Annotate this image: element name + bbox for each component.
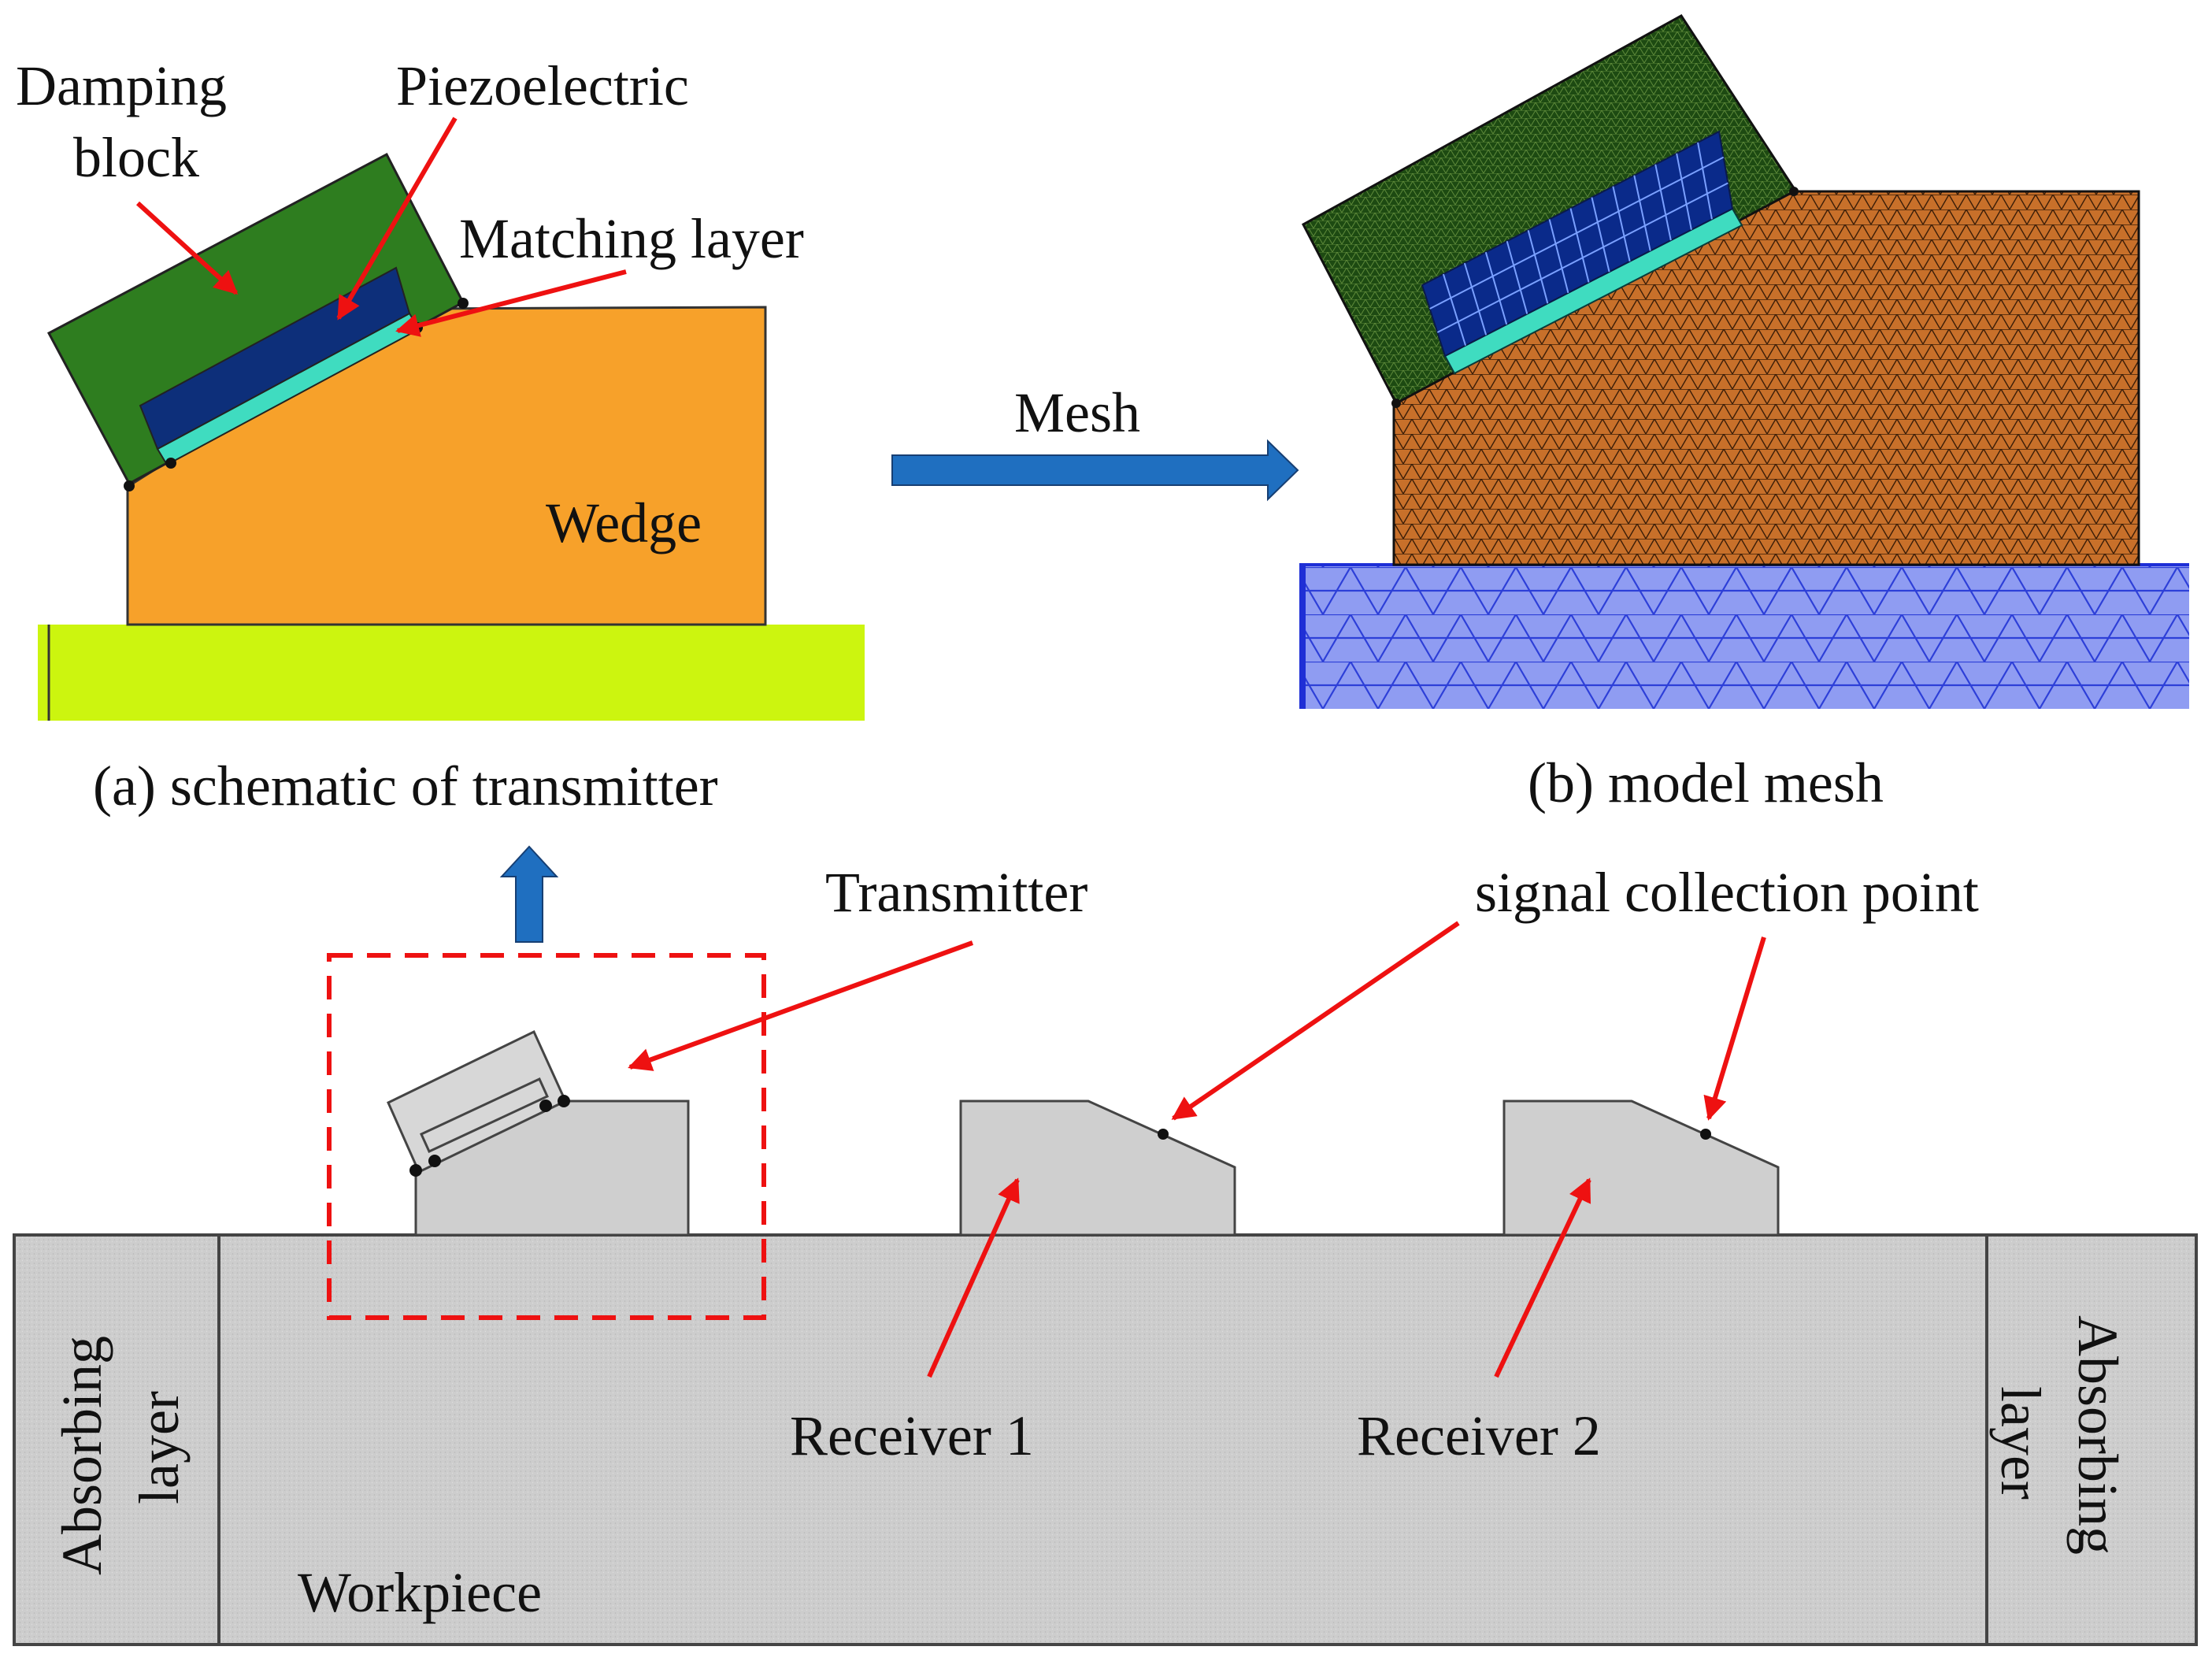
corner-node [165,458,176,469]
callout-arrow-signal-1 [1171,921,1460,1121]
callout-arrow-receiver-1 [927,1177,1020,1378]
transmitter-element [420,1077,549,1153]
mesh-grid-line [1654,164,1672,241]
mesh-grid-line [1429,156,1725,310]
signal-collection-point-2 [1700,1129,1711,1140]
absorbing-left-line2: layer [128,1391,191,1504]
workpiece-label: Workpiece [298,1561,542,1624]
callout-arrow-signal-2 [1703,936,1766,1121]
wedge-label: Wedge [546,491,702,554]
signal-collection-point-label: signal collection point [1475,861,1979,924]
workpiece-body [217,1233,1988,1646]
receiver-2-label: Receiver 2 [1357,1404,1601,1467]
mesh-grid-line [1442,273,1467,346]
transmitter-wedge [414,1099,690,1237]
panel-b-model-mesh: (b) model mesh [1299,14,2189,814]
mesh-grid-line [1484,251,1508,325]
mesh-grid-line [1527,230,1549,304]
callout-arrow-transmitter [628,940,974,1071]
mesh-grid-line [1591,197,1610,273]
receiver-2-wedge [1502,1099,1780,1237]
signal-collection-point-1 [1158,1129,1169,1140]
workpiece-strip [38,625,865,721]
matching-layer-label: Matching layer [459,207,804,270]
mesh-transition: Mesh [891,381,1299,502]
absorbing-layer-right-label: Absorbing layer [1989,1315,2129,1555]
mesh-grid-line [1569,208,1590,283]
mesh-grid-line [1436,182,1728,333]
mesh-grid-line [1463,262,1488,336]
corner-node [1391,399,1401,408]
receiver-1-label: Receiver 1 [790,1404,1034,1467]
absorbing-right-line1: Absorbing [2066,1315,2129,1555]
mesh-grid-line [1633,175,1651,251]
absorbing-layer-right [1985,1233,2198,1646]
absorbing-left-line1: Absorbing [50,1336,113,1575]
up-arrow [499,845,559,943]
absorbing-right-line2: layer [1989,1386,2052,1500]
callout-arrow-piezo [336,117,458,321]
absorbing-layer-left [13,1233,220,1646]
panel-a-caption: (a) schematic of transmitter [93,755,718,818]
panel-a-schematic: Damping block Piezoelectric Matching lay… [16,54,865,818]
mesh-arrow-label: Mesh [1014,381,1140,444]
panel-c-overview: Transmitter signal collection point Rece… [13,845,2198,1646]
transmitter-highlight-box [327,953,766,1320]
damping-block-label-line2: block [73,126,199,189]
mesh-grid-line [1612,186,1631,262]
callout-arrow-matching [395,269,627,337]
corner-node [428,1155,441,1167]
mesh-grid-line [1697,142,1713,220]
callout-arrow-receiver-2 [1494,1177,1591,1378]
corner-node [409,1164,422,1177]
corner-node [539,1099,552,1112]
corner-node [558,1095,570,1107]
corner-node [1789,187,1799,196]
piezoelectric-label: Piezoelectric [396,54,689,117]
mesh-workpiece [1299,563,2189,709]
mesh-arrow [891,439,1299,502]
corner-node [124,480,135,491]
mesh-grid-line [1506,241,1528,314]
mesh-grid-line [1676,153,1692,230]
callout-arrow-damping [135,201,239,295]
damping-block-label-line1: Damping [16,54,227,117]
panel-b-caption: (b) model mesh [1528,751,1884,814]
mesh-piezo-grid [1429,142,1728,346]
transmitter-label: Transmitter [825,861,1087,924]
mesh-grid-line [1548,219,1569,294]
corner-node [458,298,469,309]
absorbing-layer-left-label: Absorbing layer [50,1336,191,1575]
